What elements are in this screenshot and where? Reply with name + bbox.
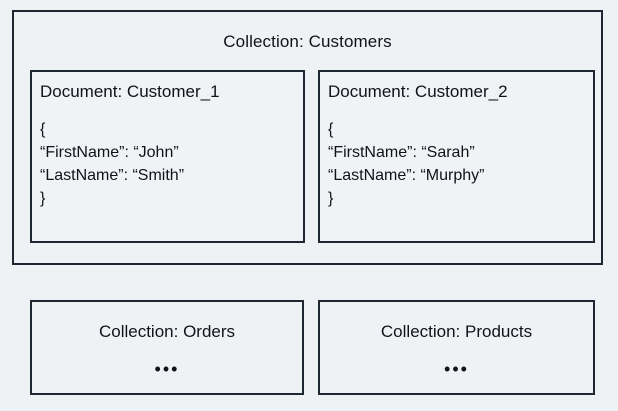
- collection-products-ellipsis: •••: [444, 359, 469, 379]
- collection-orders-ellipsis: •••: [154, 359, 180, 379]
- json-line: {: [328, 121, 334, 138]
- collection-orders-title: Collection: Orders: [98, 322, 236, 341]
- collection-products-container: Collection: Products •••: [318, 300, 595, 395]
- collection-customers-container: Collection: Customers Document: Customer…: [12, 10, 603, 265]
- json-line: “LastName”: “Murphy”: [328, 167, 485, 184]
- document-customer-1-card: Document: Customer_1 { “FirstName”: “Joh…: [30, 70, 305, 243]
- document-customer-1-title: Document: Customer_1: [40, 82, 220, 101]
- document-customer-2-title: Document: Customer_2: [328, 82, 508, 101]
- json-line: “LastName”: “Smith”: [40, 167, 185, 184]
- collection-customers-title: Collection: Customers: [223, 32, 392, 51]
- document-customer-2-body: { “FirstName”: “Sarah” “LastName”: “Murp…: [328, 118, 593, 210]
- json-line: {: [40, 121, 46, 138]
- json-line: “FirstName”: “Sarah”: [328, 144, 475, 161]
- document-customer-2-card: Document: Customer_2 { “FirstName”: “Sar…: [318, 70, 595, 243]
- document-customer-1-body: { “FirstName”: “John” “LastName”: “Smith…: [40, 118, 303, 210]
- collection-orders-container: Collection: Orders •••: [30, 300, 304, 395]
- json-line: “FirstName”: “John”: [40, 144, 179, 161]
- collection-products-title: Collection: Products: [380, 322, 533, 341]
- json-line: }: [40, 190, 46, 207]
- json-line: }: [328, 190, 334, 207]
